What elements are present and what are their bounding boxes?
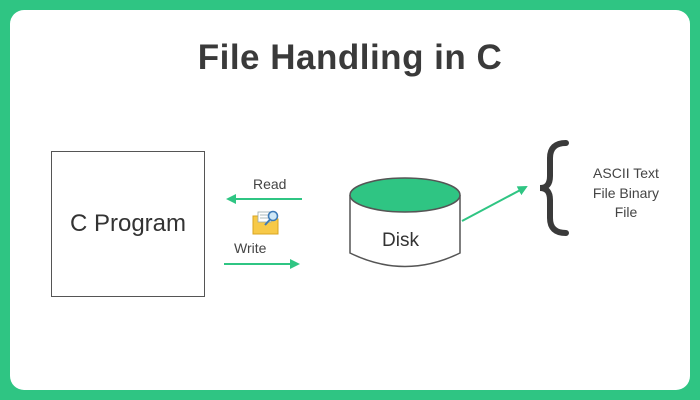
curly-brace	[539, 140, 569, 236]
file-type-item: File	[614, 204, 638, 220]
write-label: Write	[234, 240, 267, 256]
folder-search-icon	[252, 210, 279, 235]
file-type-item: File Binary	[592, 184, 660, 201]
disk-cylinder	[349, 177, 461, 268]
disk-label: Disk	[382, 230, 419, 251]
output-arrow	[461, 186, 528, 222]
page-title: File Handling in C	[197, 38, 503, 77]
file-type-item: ASCII Text	[593, 165, 659, 181]
read-label: Read	[253, 176, 287, 192]
c-program-label: C Program	[69, 210, 187, 237]
c-program-box: C Program	[51, 151, 205, 297]
file-types-list: ASCII Text File Binary File	[566, 164, 686, 223]
